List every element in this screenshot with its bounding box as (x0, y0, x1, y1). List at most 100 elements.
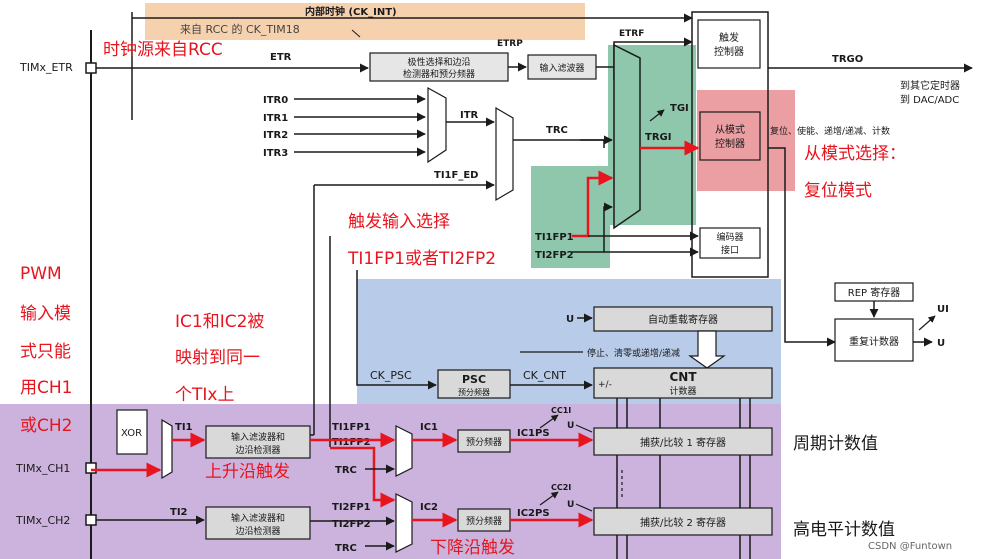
to-other-timer-text: 到其它定时器 (900, 79, 960, 92)
rep-register-text: REP 寄存器 (848, 286, 900, 299)
u-label-cc1: U (567, 421, 574, 431)
ti2fp2-top-label: TI2FP2 (535, 250, 574, 261)
xor-text: XOR (121, 428, 142, 439)
encoder-text-2: 接口 (721, 244, 739, 256)
ic2-mux (395, 493, 413, 553)
trigger-controller-text-2: 控制器 (714, 45, 744, 58)
psc-block (437, 369, 511, 399)
watermark: CSDN @Funtown (868, 541, 952, 552)
slave-controller-text-1: 从模式 (715, 123, 745, 136)
xor-gate (116, 409, 148, 455)
polarity-text-2: 检测器和预分频器 (403, 68, 475, 80)
annotation-high-level: 高电平计数值 (793, 520, 895, 540)
tgi-label: TGI (670, 103, 689, 114)
filter-edge-1-text-1: 输入滤波器和 (231, 431, 285, 443)
annotation-pwm-3: 式只能 (20, 342, 71, 362)
itr2-label: ITR2 (263, 130, 288, 141)
annotation-pwm-5: 或CH2 (20, 416, 72, 436)
ti1-label: TI1 (175, 422, 193, 433)
repetition-counter-text: 重复计数器 (849, 335, 899, 348)
annotation-mapped-2: 映射到同一 (175, 348, 260, 368)
to-dac-adc-text: 到 DAC/ADC (900, 94, 959, 106)
pin-etr-label: TIMx_ETR (19, 61, 73, 74)
cnt-block (593, 367, 773, 399)
trgi-label: TRGI (645, 132, 671, 143)
itr-label: ITR (460, 110, 479, 121)
psc-sub-text: 预分频器 (458, 387, 490, 397)
reload-arrow (688, 330, 726, 369)
etrf-label: ETRF (619, 29, 644, 39)
cc1i-label: CC1I (551, 406, 571, 415)
annotation-trigger-select-1: 触发输入选择 (348, 212, 450, 232)
filter-edge-2-text-2: 边沿检测器 (235, 525, 280, 537)
filter-edge-1-text-2: 边沿检测器 (235, 444, 280, 456)
auto-reload-text: 自动重载寄存器 (648, 313, 718, 326)
etr-label: ETR (270, 52, 292, 63)
prescaler-1-text: 预分频器 (466, 436, 502, 448)
annotation-slave-mode-1: 从模式选择： (804, 144, 906, 164)
stop-clear-text: 停止、清零或递增/递减 (587, 347, 680, 359)
ic2-label: IC2 (420, 502, 438, 513)
u-label-arr: U (566, 314, 574, 325)
input-filter-text: 输入滤波器 (539, 62, 584, 74)
trc-mux (495, 106, 514, 202)
annotation-falling-edge: 下降沿触发 (430, 538, 515, 558)
slave-controller-text-2: 控制器 (715, 137, 745, 150)
ti2fp2-b-label: TI2FP2 (332, 519, 371, 530)
plus-minus-label: +/- (598, 380, 612, 390)
repetition-counter (834, 318, 914, 362)
trigger-input-region (531, 166, 610, 268)
polarity-text-1: 极性选择和边沿 (407, 56, 470, 68)
slave-modes-text: 复位、使能、递增/递减、计数 (770, 125, 890, 137)
annotation-period: 周期计数值 (793, 434, 878, 454)
ti1f-ed-label: TI1F_ED (434, 170, 478, 181)
prescaler-2-text: 预分频器 (466, 515, 502, 527)
polarity-block (369, 52, 509, 82)
trc-a-label: TRC (335, 465, 357, 476)
filter-edge-2 (205, 506, 311, 540)
itr1-label: ITR1 (263, 113, 288, 124)
filter-edge-1 (205, 425, 311, 459)
trc-label: TRC (546, 125, 568, 136)
ck-psc-label: CK_PSC (370, 369, 412, 382)
annotation-mapped-3: 个TIx上 (175, 385, 234, 405)
trgo-label: TRGO (832, 54, 863, 65)
capture-compare-2 (593, 507, 773, 536)
annotation-pwm-2: 输入模 (20, 304, 71, 324)
cc2i-label: CC2I (551, 483, 571, 492)
ti1fp1-top-label: TI1FP1 (535, 232, 574, 243)
pin-ch2 (85, 514, 97, 526)
capture-compare-1-text: 捕获/比较 1 寄存器 (640, 436, 726, 449)
trigger-mux (613, 43, 641, 230)
annotation-pwm-1: PWM (20, 264, 62, 284)
capture-compare-1 (593, 427, 773, 456)
ti1fp2-a-label: TI1FP2 (332, 437, 371, 448)
trigger-controller-text-1: 触发 (719, 31, 739, 44)
cnt-text: CNT (669, 370, 697, 384)
annotation-slave-mode-2: 复位模式 (804, 181, 872, 201)
ti1-mux (161, 418, 173, 480)
ic1-mux (395, 425, 413, 477)
capture-compare-2-text: 捕获/比较 2 寄存器 (640, 516, 726, 529)
clock-source-highlight (145, 3, 585, 40)
encoder-interface (699, 227, 761, 259)
input-filter-block (527, 54, 597, 80)
pin-ch1 (85, 462, 97, 474)
etrp-label: ETRP (497, 39, 523, 49)
u-label-rep: U (937, 338, 945, 349)
filter-edge-2-text-1: 输入滤波器和 (231, 512, 285, 524)
trigger-controller (697, 19, 761, 69)
ic1-label: IC1 (420, 422, 438, 433)
annotation-trigger-select-2: TI1FP1或者TI2FP2 (347, 249, 496, 269)
ti2-label: TI2 (170, 507, 188, 518)
from-rcc-label: 来自 RCC 的 CK_TIM18 (180, 22, 300, 36)
pin-etr (85, 62, 97, 74)
ic2ps-label: IC2PS (517, 508, 550, 519)
ck-cnt-label: CK_CNT (523, 369, 566, 382)
auto-reload-register (593, 306, 773, 332)
trc-b-label: TRC (335, 543, 357, 554)
itr-mux (427, 86, 447, 164)
internal-clock-label: 内部时钟 (CK_INT) (305, 5, 397, 18)
